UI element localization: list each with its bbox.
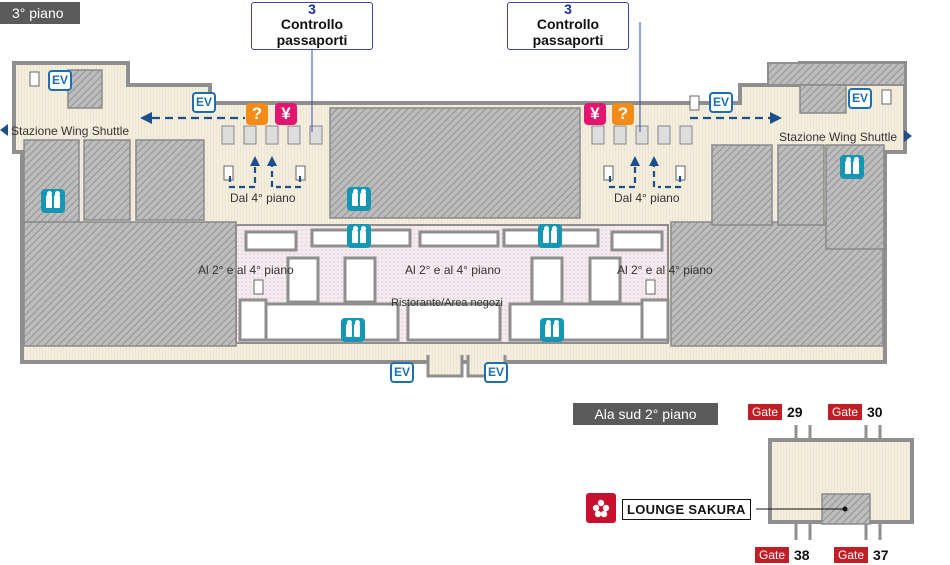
elevator-icon: EV bbox=[48, 70, 72, 91]
gate-30: Gate 30 bbox=[828, 404, 883, 420]
elevator-icon: EV bbox=[192, 92, 216, 113]
gate-37: Gate 37 bbox=[834, 547, 889, 563]
restaurant-shop-area: Ristorante/Area negozi bbox=[391, 297, 503, 309]
gate-29: Gate 29 bbox=[748, 404, 803, 420]
gate-number: 37 bbox=[873, 547, 889, 563]
south-wing-map bbox=[756, 425, 914, 540]
to-2nd-4th-floor-center: Al 2° e al 4° piano bbox=[405, 263, 501, 277]
passport-control-callout-right: 3 Controllo passaporti bbox=[507, 2, 629, 50]
restricted-areas bbox=[23, 69, 885, 347]
from-4th-floor-left: Dal 4° piano bbox=[230, 191, 296, 205]
lounge-logo-icon bbox=[586, 493, 616, 523]
toilet-icon bbox=[347, 187, 371, 211]
currency-exchange-icon: ¥ bbox=[275, 103, 297, 125]
passport-counters bbox=[221, 125, 693, 145]
gate-tag: Gate bbox=[828, 404, 863, 420]
floor-label: 3° piano bbox=[0, 2, 80, 24]
toilet-icon bbox=[347, 224, 371, 248]
toilet-icon bbox=[538, 224, 562, 248]
elevator-icon: EV bbox=[484, 362, 508, 383]
toilet-icon bbox=[540, 318, 564, 342]
elevator-icon: EV bbox=[390, 362, 414, 383]
elevator-icon: EV bbox=[848, 88, 872, 109]
elevator-icon: EV bbox=[709, 92, 733, 113]
information-icon: ? bbox=[612, 103, 634, 125]
passport-control-number: 3 bbox=[564, 1, 572, 17]
gate-number: 38 bbox=[794, 547, 810, 563]
escalator-icon bbox=[29, 71, 892, 295]
gate-38: Gate 38 bbox=[755, 547, 810, 563]
toilet-icon bbox=[840, 155, 864, 179]
callout-leaders bbox=[311, 22, 641, 132]
passport-control-label: Controllo bbox=[280, 16, 344, 32]
shopping-zone bbox=[235, 224, 670, 344]
gate-tag: Gate bbox=[755, 547, 790, 563]
passport-control-label: passaporti bbox=[532, 32, 604, 48]
passport-control-number: 3 bbox=[308, 1, 316, 17]
passport-control-callout-left: 3 Controllo passaporti bbox=[251, 2, 373, 50]
to-2nd-4th-floor-left: Al 2° e al 4° piano bbox=[198, 263, 294, 277]
passport-control-label: passaporti bbox=[276, 32, 348, 48]
information-icon: ? bbox=[246, 103, 268, 125]
shuttle-station-left: Stazione Wing Shuttle bbox=[11, 124, 130, 138]
toilet-icon bbox=[341, 318, 365, 342]
shuttle-station-right: Stazione Wing Shuttle bbox=[779, 130, 898, 144]
gate-number: 29 bbox=[787, 404, 803, 420]
lounge-sakura-label: LOUNGE SAKURA bbox=[622, 499, 751, 520]
toilet-icon bbox=[41, 189, 65, 213]
gate-tag: Gate bbox=[834, 547, 869, 563]
gate-tag: Gate bbox=[748, 404, 783, 420]
passport-control-label: Controllo bbox=[536, 16, 600, 32]
gate-number: 30 bbox=[867, 404, 883, 420]
currency-exchange-icon: ¥ bbox=[584, 103, 606, 125]
from-4th-floor-right: Dal 4° piano bbox=[614, 191, 680, 205]
arrow-head-icon bbox=[0, 112, 912, 166]
south-wing-floor-label: Ala sud 2° piano bbox=[573, 403, 718, 425]
to-2nd-4th-floor-right: Al 2° e al 4° piano bbox=[617, 263, 713, 277]
